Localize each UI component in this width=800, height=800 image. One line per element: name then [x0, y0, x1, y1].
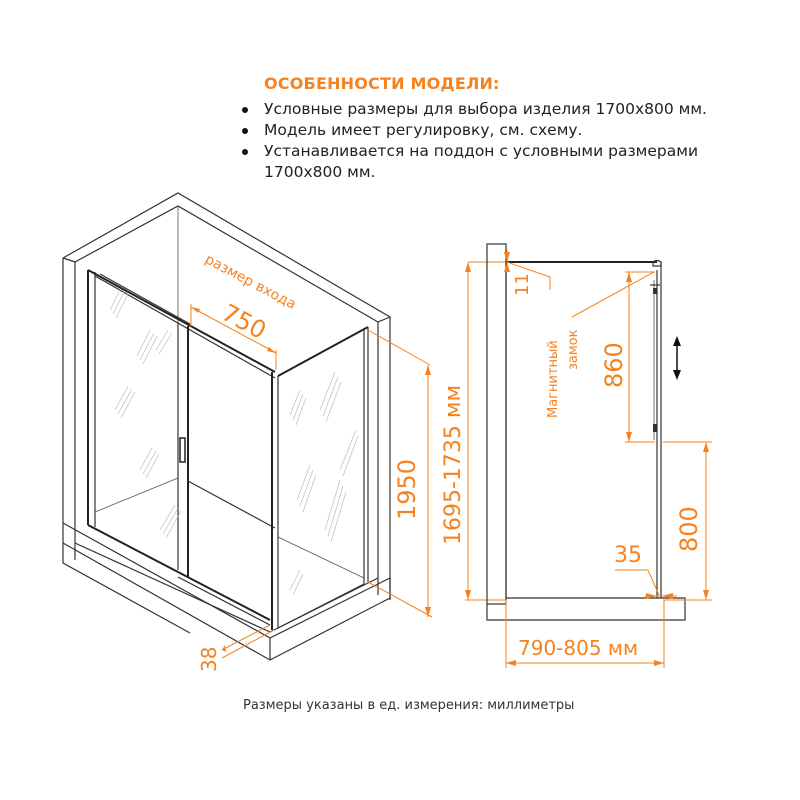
model-features: ОСОБЕННОСТИ МОДЕЛИ: Условные размеры для…	[240, 74, 780, 183]
magnet-label-line1: Магнитный	[546, 340, 561, 418]
entrance-label: размер входа	[202, 251, 299, 312]
features-list: Условные размеры для выбора изделия 1700…	[240, 99, 780, 183]
tray-offset-value: 38	[197, 647, 221, 672]
profile-width-dimension: 35	[614, 543, 677, 599]
height-dimension: 1950	[367, 329, 433, 618]
tray-offset-dimension: 38	[197, 624, 275, 672]
top-gap-dimension: 11	[504, 250, 551, 296]
entrance-width: 750	[217, 299, 271, 345]
height-value: 1950	[393, 459, 421, 520]
magnet-height-dimension: 860	[600, 271, 655, 443]
profile-width-value: 35	[614, 543, 642, 568]
top-gap-value: 11	[512, 273, 533, 296]
feature-item: Модель имеет регулировку, см. схему.	[240, 120, 780, 141]
depth-dimension: 790-805 мм	[505, 600, 665, 668]
magnet-label-line2: замок	[566, 329, 581, 370]
adjust-range-dimension: 1695-1735 мм	[441, 261, 508, 601]
lower-height-dimension: 800	[663, 441, 712, 601]
features-title: ОСОБЕННОСТИ МОДЕЛИ:	[264, 74, 500, 93]
side-view-drawing	[486, 243, 686, 621]
feature-item: Устанавливается на поддон с условными ра…	[240, 141, 780, 183]
entrance-dimension: размер входа 750	[190, 251, 299, 370]
isometric-shower-drawing	[62, 192, 391, 661]
door-handle-icon	[179, 437, 186, 463]
feature-item: Условные размеры для выбора изделия 1700…	[240, 99, 780, 120]
depth-value: 790-805 мм	[518, 636, 638, 660]
adjust-range-value: 1695-1735 мм	[441, 385, 466, 545]
lower-height-value: 800	[675, 506, 703, 552]
units-note: Размеры указаны в ед. измерения: миллиме…	[243, 698, 575, 713]
magnet-lock-label: Магнитный замок	[546, 271, 655, 418]
up-down-arrow-icon	[673, 336, 681, 380]
glass-reflection	[109, 289, 359, 596]
magnet-height-value: 860	[600, 342, 628, 388]
